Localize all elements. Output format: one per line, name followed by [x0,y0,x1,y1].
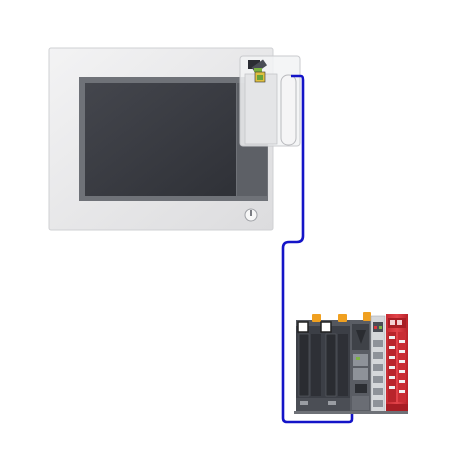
cpu-module [350,312,371,412]
panel-screen [85,83,236,196]
io-module-2 [320,314,350,412]
safety-module [386,314,408,412]
connector-housing-inner [244,73,278,145]
usb-connector-icon [248,59,268,83]
power-switch-icon [244,208,258,222]
io-module-1 [296,314,324,412]
hmi-panel [48,47,301,231]
cable-clip [280,74,297,146]
rack-base [294,411,408,414]
terminal-block [298,333,310,397]
plc-rack [294,312,408,414]
terminal-module [370,315,386,413]
terminal-block [325,333,337,397]
